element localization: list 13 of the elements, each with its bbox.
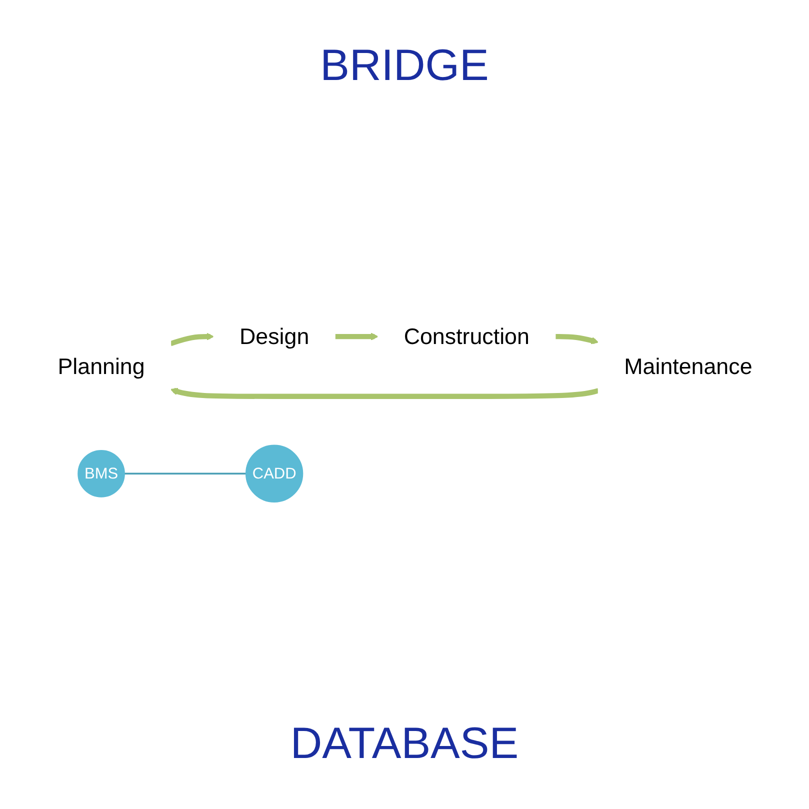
connector xyxy=(124,472,246,475)
diagram-label: DATABASE xyxy=(290,718,519,768)
arrow xyxy=(169,332,214,346)
arrow xyxy=(170,388,598,399)
node-circle: BMS xyxy=(77,450,124,498)
node-text: Planning xyxy=(57,353,144,379)
node-text: Design xyxy=(239,323,309,350)
arrow xyxy=(334,332,378,340)
node-text: Maintenance xyxy=(624,353,752,379)
diagram-label: BRIDGE xyxy=(320,40,489,90)
arrow xyxy=(554,334,598,344)
node-text: Construction xyxy=(403,323,529,350)
node-circle: CADD xyxy=(244,444,303,503)
